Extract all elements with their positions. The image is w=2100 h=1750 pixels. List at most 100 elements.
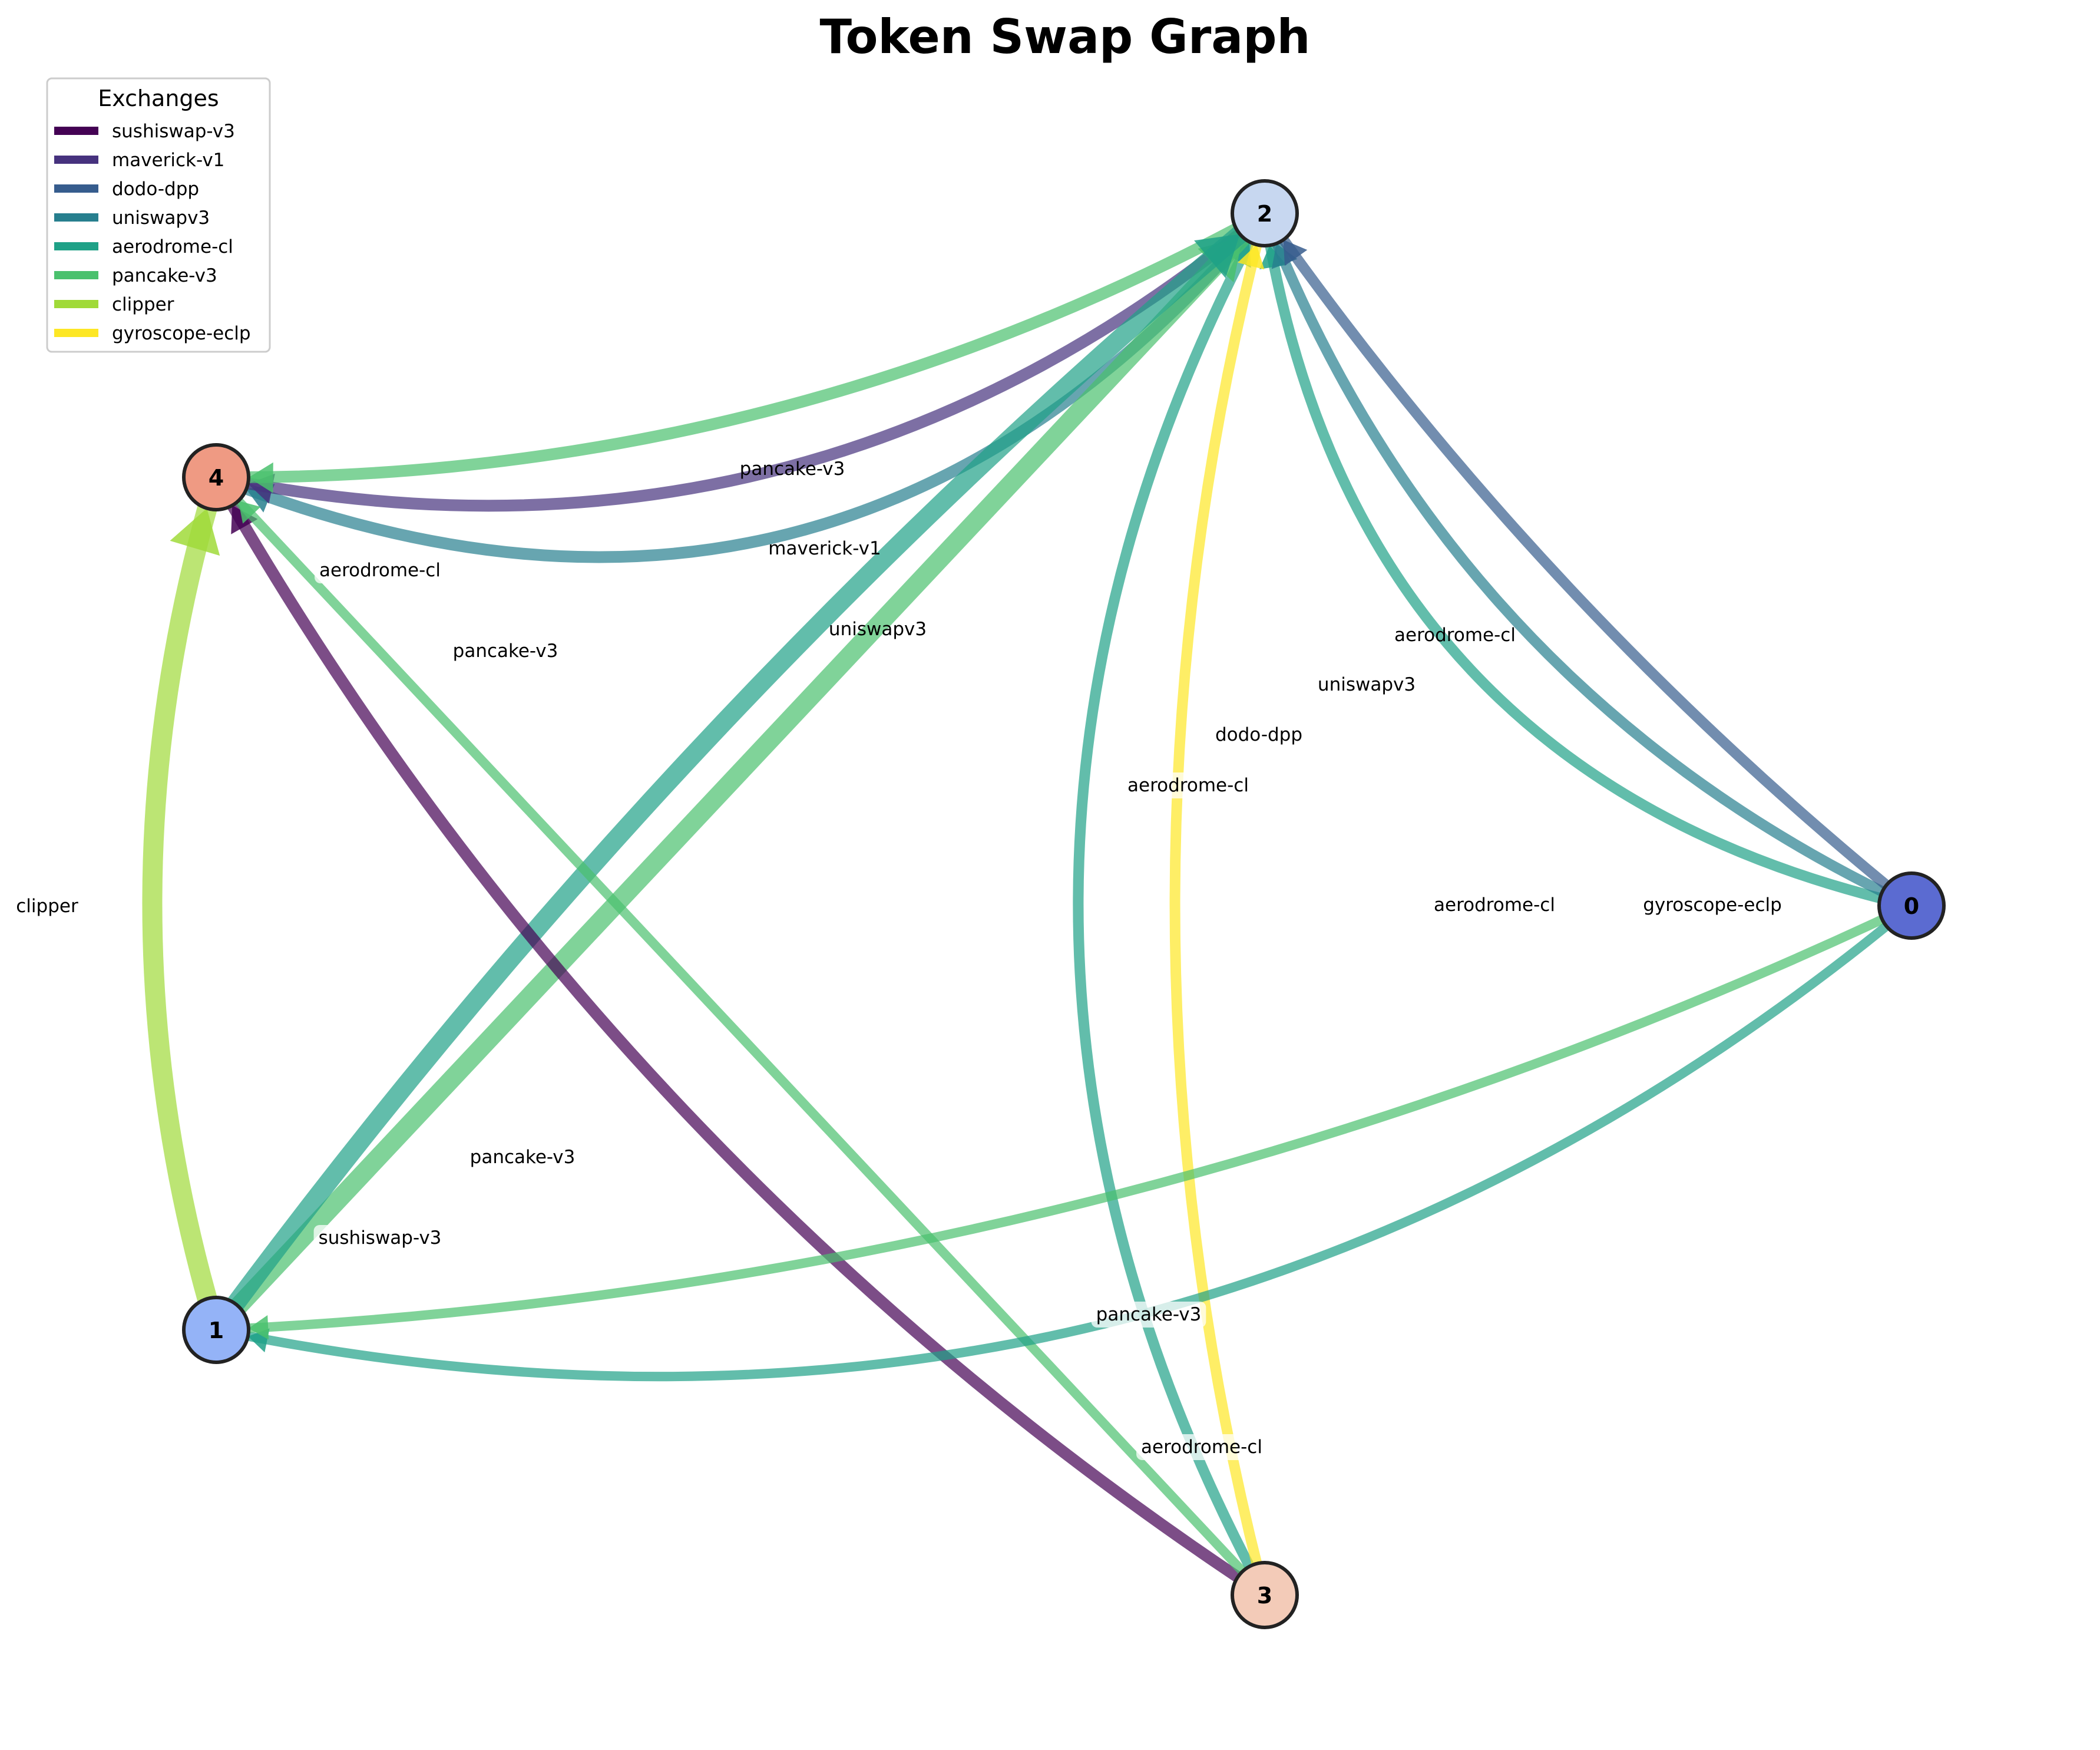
edge-0-2-uniswapv3 [1259, 208, 1917, 911]
edges [142, 204, 1917, 1601]
legend-item-maverick-v1: maverick-v1 [54, 150, 224, 171]
node-label-2: 2 [1257, 201, 1272, 227]
edge-label-extra-0: pancake-v3 [470, 1147, 576, 1168]
edge-2-4-maverick-v1 [210, 207, 1271, 512]
edge-label-aerodrome-cl-background [1429, 892, 1560, 918]
node-circle-2[interactable] [1231, 179, 1299, 247]
edge-label-pancake-v3-group: gyroscope-eclp [1638, 892, 1787, 918]
legend-label-clipper: clipper [112, 294, 174, 315]
node-label-1: 1 [209, 1318, 224, 1343]
edge-label-extra-3: aerodrome-cl [1141, 1437, 1262, 1458]
edge-1-2-aerodrome-cl [207, 204, 1274, 1339]
edge-label-aerodrome-cl: aerodrome-cl [1394, 625, 1516, 646]
edge-label-aerodrome-cl-group: aerodrome-cl [1394, 625, 1516, 646]
edge-label-aerodrome-cl: aerodrome-cl [1434, 894, 1555, 916]
legend-item-gyroscope-eclp: gyroscope-eclp [54, 323, 251, 344]
edge-label-pancake-v3: gyroscope-eclp [1643, 894, 1782, 916]
legend-item-pancake-v3: pancake-v3 [54, 265, 217, 286]
chart-title: Token Swap Graph [820, 9, 1311, 64]
legend-label-maverick-v1: maverick-v1 [112, 150, 224, 171]
node-0[interactable]: 0 [1877, 871, 1946, 940]
edge-label-clipper: clipper [16, 896, 78, 917]
node-circle-0[interactable] [1877, 871, 1946, 940]
arrowhead-0-1-pancake-v3 [248, 1315, 269, 1340]
edge-0-1-pancake-v3 [211, 901, 1916, 1335]
edge-label-uniswapv3-group: uniswapv3 [829, 619, 927, 640]
legend-item-dodo-dpp: dodo-dpp [54, 179, 199, 200]
edge-label-aerodrome-cl: aerodrome-cl [1127, 775, 1249, 796]
legend-item-uniswapv3: uniswapv3 [54, 207, 210, 229]
node-label-3: 3 [1257, 1583, 1272, 1609]
legend-title: Exchanges [98, 85, 219, 111]
edge-1-2-pancake-v3 [207, 204, 1274, 1339]
edge-label-uniswapv3: uniswapv3 [1318, 674, 1416, 695]
arrowhead-2-4-pancake-v3 [248, 462, 273, 493]
edge-2-4-pancake-v3 [210, 207, 1271, 484]
arrowhead-3-2-gyroscope-eclp [1238, 245, 1265, 270]
legend-item-clipper: clipper [54, 294, 174, 315]
node-label-0: 0 [1904, 893, 1919, 919]
legend-frame [46, 77, 271, 353]
edge-label-pancake-v3-group: pancake-v3 [448, 638, 563, 664]
arrowhead-1-2-aerodrome-cl [1194, 234, 1240, 278]
edge-label-aerodrome-cl-group: aerodrome-cl [1429, 892, 1560, 918]
node-label-4: 4 [209, 465, 224, 491]
node-3[interactable]: 3 [1231, 1561, 1299, 1629]
legend: Exchanges sushiswap-v3 maverick-v1 dodo-dp… [46, 77, 271, 353]
edge-labels: uniswapv3 maverick-v1 pancake-v3 aerodrome-… [16, 458, 1787, 1460]
edge-1-4-clipper [142, 467, 226, 1340]
nodes: 0 1 2 3 4 [182, 179, 1946, 1629]
edge-3-4-sushiswap-v3 [210, 471, 1271, 1601]
edge-3-4-pancake-v3 [211, 473, 1269, 1600]
edge-label-pancake-v3: pancake-v3 [453, 640, 558, 662]
arrowhead-1-4-clipper [170, 508, 220, 556]
edge-label-extra-2-group: pancake-v3 [1091, 1302, 1206, 1328]
edge-label-clipper-group: clipper [16, 896, 78, 917]
node-2[interactable]: 2 [1231, 179, 1299, 247]
edge-label-uniswapv3: uniswapv3 [829, 619, 927, 640]
legend-label-aerodrome-cl: aerodrome-cl [112, 236, 233, 257]
edge-3-2-gyroscope-eclp [1169, 208, 1270, 1600]
edge-label-extra-1-background [313, 1225, 447, 1251]
edge-label-extra-0-background [465, 1144, 580, 1170]
arrowhead-0-2-dodo-dpp [1283, 240, 1308, 266]
edge-label-uniswapv3-group: uniswapv3 [1318, 674, 1416, 695]
legend-label-pancake-v3: pancake-v3 [112, 265, 217, 286]
edge-label-pancake-v3-background [1638, 892, 1787, 918]
edge-label-pancake-v3: pancake-v3 [740, 458, 845, 480]
legend-label-uniswapv3: uniswapv3 [112, 207, 210, 229]
legend-item-aerodrome-cl: aerodrome-cl [54, 236, 233, 257]
edge-label-pancake-v3-background [448, 638, 563, 664]
legend-item-sushiswap-v3: sushiswap-v3 [54, 121, 235, 142]
node-1[interactable]: 1 [182, 1296, 250, 1364]
edge-label-extra-2: pancake-v3 [1096, 1304, 1202, 1325]
node-circle-3[interactable] [1231, 1561, 1299, 1629]
edge-label-pancake-v3-group: pancake-v3 [740, 458, 845, 480]
node-4[interactable]: 4 [182, 443, 250, 511]
edge-label-aerodrome-cl-group: aerodrome-cl [1123, 772, 1254, 798]
edge-label-dodo-dpp-group: dodo-dpp [1215, 724, 1302, 745]
edge-label-sushiswap-v3-background [315, 557, 445, 583]
edge-0-2-aerodrome-cl [1259, 208, 1917, 911]
edge-3-2-aerodrome-cl [1073, 208, 1270, 1600]
legend-label-gyroscope-eclp: gyroscope-eclp [112, 323, 251, 344]
edge-0-2-dodo-dpp [1259, 208, 1917, 911]
edge-label-extra-3-group: aerodrome-cl [1136, 1434, 1267, 1460]
edge-label-aerodrome-cl-background [1123, 772, 1254, 798]
legend-label-dodo-dpp: dodo-dpp [112, 179, 199, 200]
edge-label-extra-0-group: pancake-v3 [465, 1144, 580, 1170]
edge-label-sushiswap-v3-group: aerodrome-cl [315, 557, 445, 583]
legend-label-sushiswap-v3: sushiswap-v3 [112, 121, 235, 142]
edge-label-maverick-v1-group: maverick-v1 [768, 538, 881, 559]
edge-label-maverick-v1: maverick-v1 [768, 538, 881, 559]
edge-label-extra-3-background [1136, 1434, 1267, 1460]
edge-label-dodo-dpp: dodo-dpp [1215, 724, 1302, 745]
edge-label-extra-1-group: sushiswap-v3 [313, 1225, 447, 1251]
legend-items: sushiswap-v3 maverick-v1 dodo-dpp uniswapv3… [54, 121, 251, 344]
edge-label-extra-2-background [1091, 1302, 1206, 1328]
arrowhead-3-4-pancake-v3 [238, 501, 261, 524]
edge-label-extra-1: sushiswap-v3 [319, 1227, 442, 1249]
node-circle-1[interactable] [182, 1296, 250, 1364]
node-circle-4[interactable] [182, 443, 250, 511]
